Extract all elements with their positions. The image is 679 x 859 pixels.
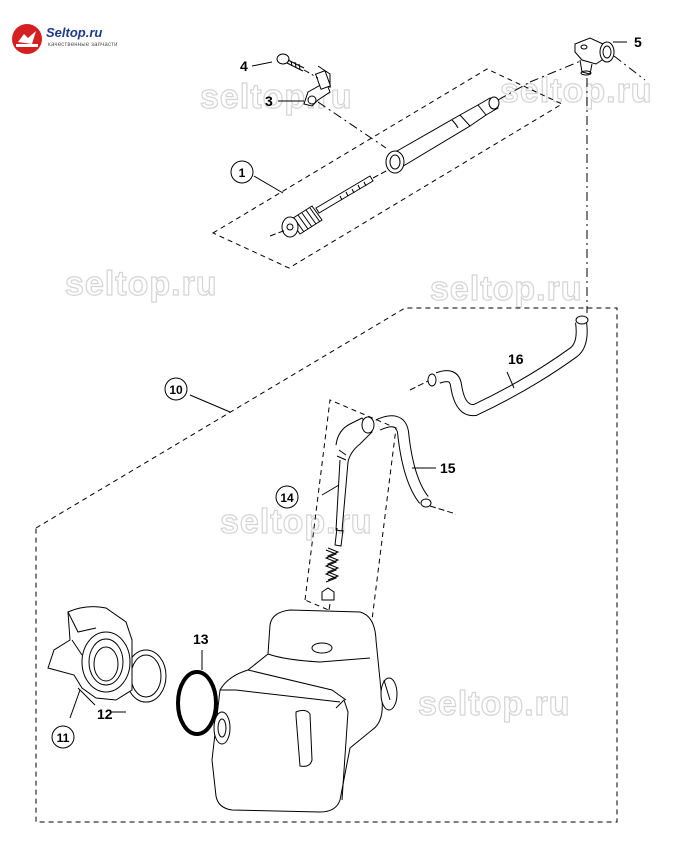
callout-13: 13 bbox=[193, 631, 209, 647]
logo-title: Seltop.ru bbox=[46, 25, 103, 40]
callout-circle-14 bbox=[275, 485, 299, 509]
watermark: seltop.ru bbox=[64, 264, 218, 303]
logo-badge-icon bbox=[12, 24, 42, 54]
reservoir-tank bbox=[211, 609, 398, 813]
sleeve-part bbox=[385, 96, 500, 174]
callout-5: 5 bbox=[634, 34, 642, 50]
logo-subtitle: качественные запчасти bbox=[48, 42, 118, 48]
callout-15: 15 bbox=[440, 460, 456, 476]
elbow-fitting bbox=[574, 37, 615, 76]
valve-part bbox=[321, 587, 335, 601]
callout-11: 11 bbox=[57, 731, 70, 745]
pump-part bbox=[334, 416, 375, 547]
hose-16 bbox=[427, 315, 589, 417]
hose-15 bbox=[375, 415, 432, 508]
watermark: seltop.ru bbox=[429, 269, 583, 308]
rod-part bbox=[281, 175, 374, 238]
callout-14: 14 bbox=[280, 491, 294, 505]
callout-10: 10 bbox=[169, 383, 183, 397]
callout-4: 4 bbox=[240, 58, 248, 74]
cap-11 bbox=[47, 606, 133, 701]
spring-part bbox=[324, 547, 340, 583]
callout-12: 12 bbox=[97, 706, 113, 722]
callout-16: 16 bbox=[508, 351, 524, 367]
callout-1: 1 bbox=[239, 166, 246, 180]
callout-3: 3 bbox=[265, 93, 273, 109]
callout-circle-10 bbox=[164, 377, 188, 401]
o-ring-13 bbox=[176, 670, 218, 736]
callout-circle-11 bbox=[51, 725, 75, 749]
watermark: seltop.ru bbox=[417, 684, 571, 723]
group-outline-1 bbox=[211, 68, 564, 269]
group-outline-10 bbox=[35, 307, 618, 823]
bracket-part bbox=[303, 65, 332, 107]
watermark: seltop.ru bbox=[499, 71, 653, 110]
screw-part bbox=[276, 53, 305, 72]
brand-logo[interactable]: Seltop.ru качественные запчасти bbox=[10, 22, 160, 62]
watermark: seltop.ru bbox=[219, 502, 373, 541]
callout-circle-1 bbox=[230, 160, 254, 184]
